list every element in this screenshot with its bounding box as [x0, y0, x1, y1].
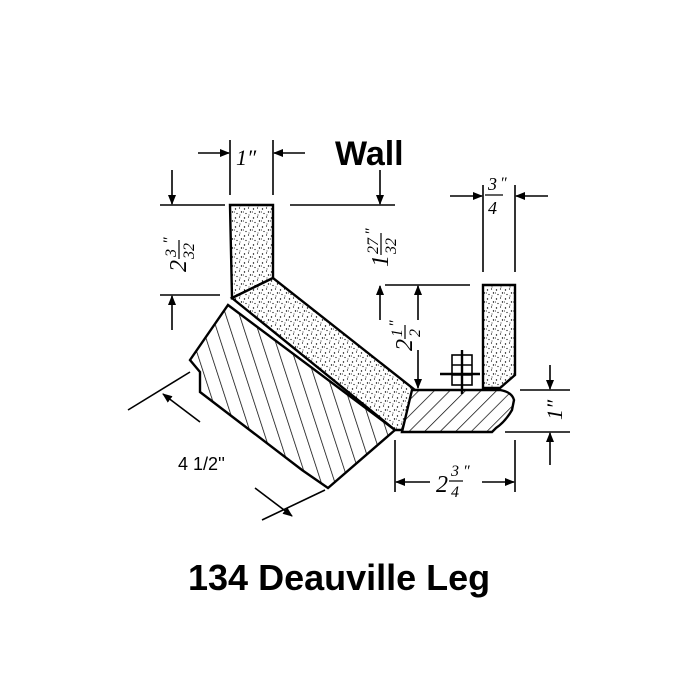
- dim-top-width: [198, 140, 305, 195]
- svg-text:3: 3: [163, 249, 180, 258]
- svg-text:32: 32: [383, 238, 400, 255]
- dim-leg-width: [127, 371, 326, 521]
- dim-right-top-label: 3 4 ″: [485, 174, 507, 218]
- leg-block: [188, 303, 397, 490]
- svg-text:2: 2: [166, 260, 192, 272]
- right-wall-block: [481, 283, 517, 390]
- svg-text:3: 3: [487, 174, 497, 194]
- svg-text:2: 2: [436, 472, 448, 498]
- svg-text:″: ″: [463, 463, 470, 480]
- svg-text:3: 3: [450, 463, 459, 480]
- svg-text:2: 2: [407, 329, 424, 337]
- svg-text:27: 27: [365, 237, 382, 254]
- svg-text:″: ″: [387, 320, 404, 327]
- dim-mid-height-label: 1 27 32 ″: [363, 228, 400, 267]
- svg-text:″: ″: [500, 175, 507, 192]
- dim-top-width-label: 1″: [236, 145, 257, 170]
- dim-right-height: [505, 365, 570, 465]
- svg-text:1″: 1″: [542, 399, 567, 420]
- svg-text:2: 2: [392, 339, 418, 351]
- fastener-icon: [440, 350, 480, 394]
- bottom-rail: [400, 388, 516, 434]
- svg-text:4: 4: [451, 484, 459, 501]
- dim-left-height: [160, 170, 225, 330]
- diagram-title: 134 Deauville Leg: [188, 557, 490, 598]
- dim-right-top: [450, 185, 548, 272]
- dim-bottom-width-label: 2 3 4 ″: [436, 463, 470, 501]
- dim-leg-width-label: 4 1/2'': [178, 454, 225, 474]
- wall-label: Wall: [335, 135, 404, 173]
- dim-bottom-width: [394, 440, 516, 492]
- svg-text:4: 4: [488, 198, 497, 218]
- svg-text:″: ″: [161, 237, 178, 244]
- dim-mid-height: [290, 170, 470, 320]
- dim-mid-drop-label: 2 1 2 ″: [387, 320, 424, 351]
- svg-text:1: 1: [368, 255, 394, 267]
- svg-text:″: ″: [363, 228, 380, 235]
- svg-text:1: 1: [389, 329, 406, 337]
- dim-left-height-label: 2 3 32 ″: [161, 237, 198, 272]
- dim-right-height-label: 1″: [542, 399, 567, 420]
- svg-text:32: 32: [181, 243, 198, 260]
